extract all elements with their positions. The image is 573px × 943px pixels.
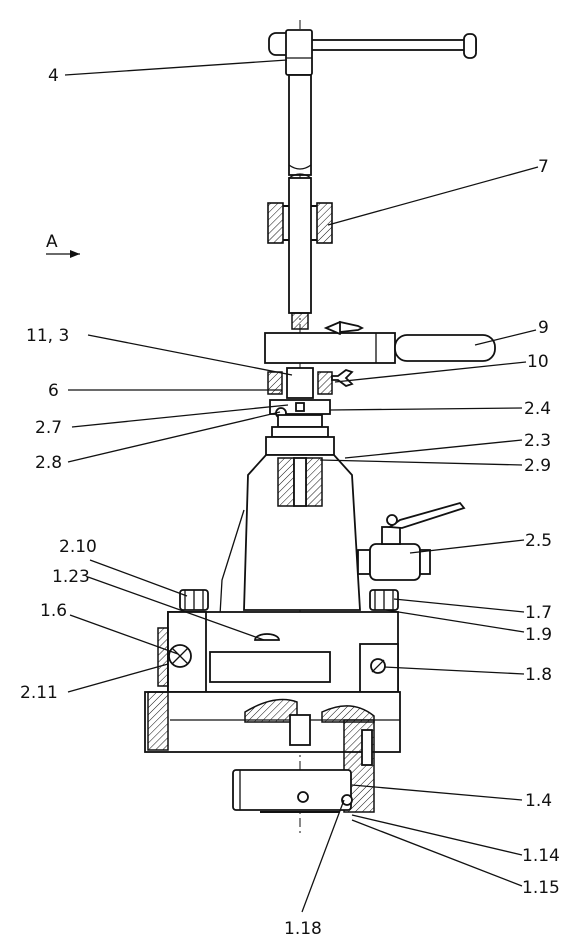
- label-1-4: 1.4: [525, 791, 552, 811]
- label-9: 9: [538, 318, 549, 338]
- t-handle: [268, 29, 477, 179]
- label-2-9: 2.9: [524, 456, 551, 476]
- label-1-23: 1.23: [52, 567, 90, 587]
- ball-valve: [357, 501, 466, 581]
- label-1-8: 1.8: [525, 665, 552, 685]
- spindle-with-nut: [267, 177, 333, 330]
- part-labels: 4 7 A 11, 3 9 10 6 2.7 2.4 2.8 2.3 2.9 2…: [20, 66, 560, 939]
- label-1-14: 1.14: [522, 846, 560, 866]
- top-bolts: [179, 589, 399, 611]
- label-11-3: 11, 3: [26, 326, 69, 346]
- label-1-9: 1.9: [525, 625, 552, 645]
- clamp-arm: [264, 320, 496, 364]
- collar-assembly: [265, 367, 354, 456]
- assembly-drawing: 4 7 A 11, 3 9 10 6 2.7 2.4 2.8 2.3 2.9 2…: [20, 20, 560, 939]
- main-flange-block: [157, 611, 399, 693]
- label-10: 10: [527, 352, 549, 372]
- label-2-11: 2.11: [20, 683, 58, 703]
- label-2-5: 2.5: [525, 531, 552, 551]
- label-1-6: 1.6: [40, 601, 67, 621]
- label-1-7: 1.7: [525, 603, 552, 623]
- label-a: A: [46, 232, 58, 252]
- bottom-cylinder: [232, 769, 353, 813]
- leader-lines: [64, 59, 539, 913]
- lower-base: [144, 691, 401, 813]
- label-6: 6: [48, 381, 59, 401]
- body-housing: [219, 454, 361, 616]
- label-2-10: 2.10: [59, 537, 97, 557]
- label-2-8: 2.8: [35, 453, 62, 473]
- label-1-18: 1.18: [284, 919, 322, 939]
- label-4: 4: [48, 66, 59, 86]
- label-2-3: 2.3: [524, 431, 551, 451]
- label-7: 7: [538, 157, 549, 177]
- label-2-7: 2.7: [35, 418, 62, 438]
- view-arrow-a: [46, 250, 80, 258]
- label-2-4: 2.4: [524, 399, 551, 419]
- label-1-15: 1.15: [522, 878, 560, 898]
